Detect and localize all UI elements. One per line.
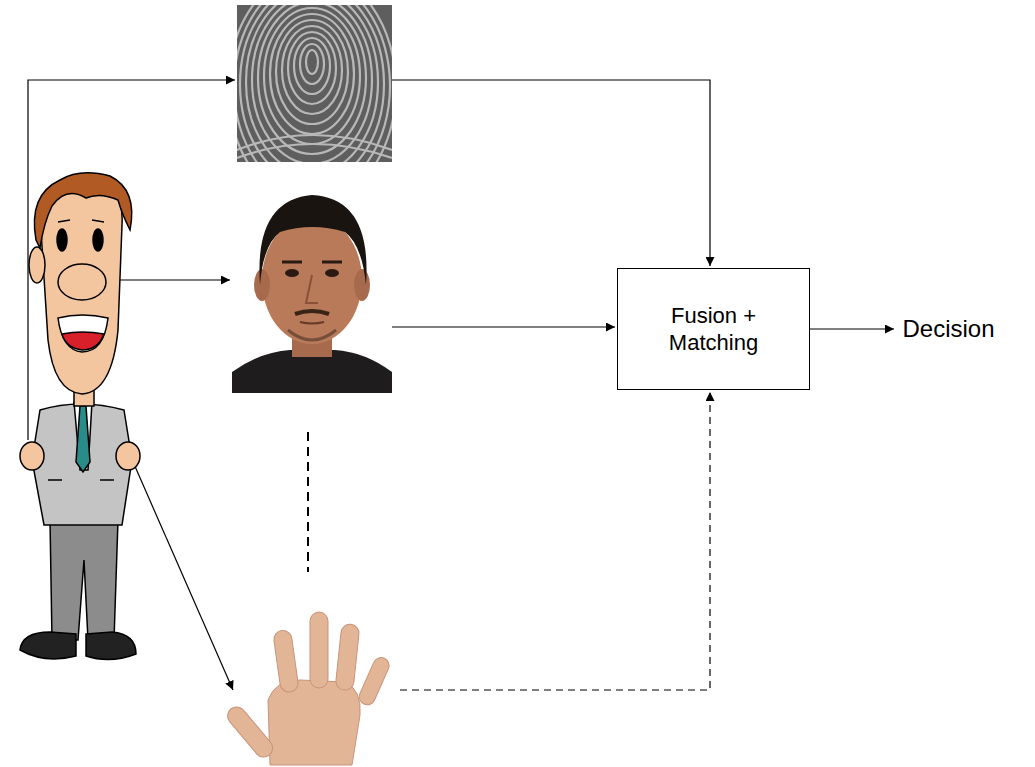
fingerprint-image (240, 5, 384, 162)
face-photo (354, 269, 370, 301)
fingerprint-image (237, 5, 392, 162)
person-cartoon (86, 632, 136, 660)
fingerprint-image (294, 38, 330, 94)
person-cartoon (116, 442, 140, 470)
box-label: Fusion + Matching (669, 302, 758, 356)
output-text: Decision (902, 315, 994, 343)
person-cartoon (50, 520, 118, 640)
flow-line (307, 432, 309, 572)
fingerprint-image (237, 5, 390, 162)
face-photo (259, 195, 366, 285)
hand-image (335, 623, 360, 691)
person-cartoon (20, 442, 44, 470)
face-photo (232, 185, 392, 393)
hand-image (224, 703, 276, 761)
hand-image (224, 612, 392, 765)
fingerprint-image (237, 5, 392, 162)
face-photo (285, 269, 299, 277)
flow-line (28, 80, 235, 440)
flow-line (392, 80, 710, 266)
face-photo (254, 269, 270, 301)
connector-arrow (810, 328, 894, 329)
hand-image (310, 612, 328, 688)
hand-image (273, 629, 299, 693)
fingerprint-image (270, 14, 354, 134)
face-photo (288, 330, 336, 340)
person-cartoon (57, 229, 67, 251)
person-cartoon (40, 178, 122, 394)
face-photo (262, 216, 362, 344)
fingerprint-image (258, 5, 366, 154)
process-box: Fusion + Matching (617, 268, 810, 390)
hand-image (357, 655, 392, 707)
face-photo (306, 275, 318, 303)
person-cartoon (58, 220, 104, 222)
fingerprint-image (276, 20, 348, 124)
hand-image (268, 680, 360, 765)
fingerprint-image (306, 50, 318, 74)
face-photo (295, 311, 329, 314)
fingerprint-image (246, 5, 378, 162)
output-label: Decision (900, 313, 997, 345)
fingerprint-image (237, 144, 392, 158)
flow-line (392, 326, 615, 327)
face-photo (325, 269, 339, 277)
face-photo (232, 185, 392, 393)
person-cartoon (29, 247, 45, 283)
person-cartoon (20, 173, 140, 660)
fingerprint-image (237, 135, 392, 150)
person-cartoon (76, 406, 90, 472)
person-cartoon (34, 173, 131, 248)
fingerprint-image (264, 8, 360, 144)
person-cartoon (58, 315, 108, 352)
person-cartoon (32, 404, 132, 525)
flow-line (130, 455, 233, 690)
face-photo (282, 261, 302, 264)
person-cartoon (48, 479, 114, 481)
person-cartoon (93, 229, 103, 251)
fingerprint-image (282, 26, 342, 114)
person-cartoon (62, 332, 104, 350)
person-cartoon (20, 632, 76, 659)
face-photo (322, 261, 342, 264)
fingerprint-image (300, 44, 324, 84)
flow-line (28, 80, 710, 690)
face-photo (300, 322, 324, 324)
fingerprint-image (237, 5, 392, 162)
flow-line (400, 392, 710, 690)
person-cartoon (58, 264, 106, 300)
fingerprint-image (288, 32, 336, 104)
